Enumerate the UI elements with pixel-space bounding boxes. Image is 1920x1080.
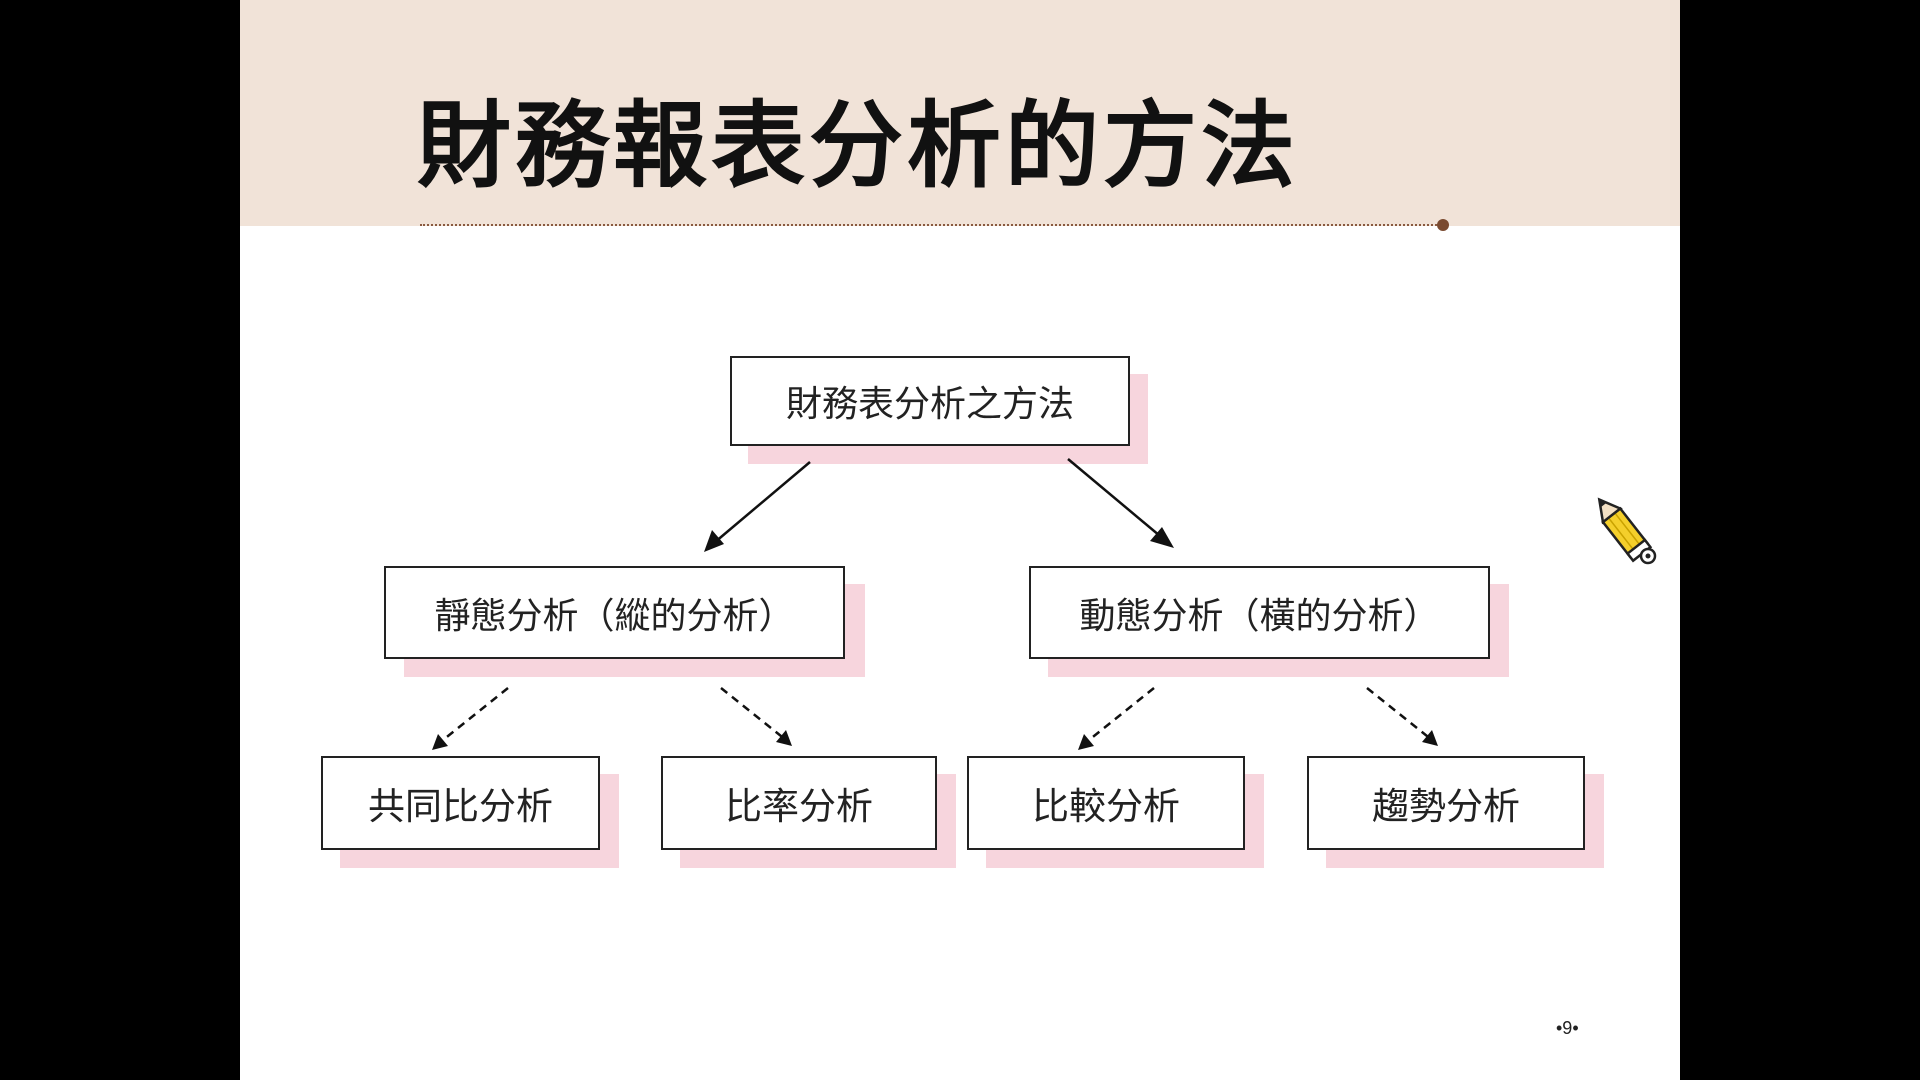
root-to-dynamic-arrowhead — [1150, 527, 1174, 548]
static-to-common-size-arrow — [437, 687, 509, 745]
connector-layer — [432, 458, 1438, 750]
static-analysis-node: 靜態分析（縱的分析） — [384, 566, 845, 659]
slide-title: 財務報表分析的方法 — [417, 92, 1300, 201]
slide: 財務報表分析的方法 財務表分析之方法 靜態分析（縱的分析） 動態分析（橫的分析）… — [240, 0, 1680, 1080]
common-size-analysis-node: 共同比分析 — [321, 756, 600, 850]
title-divider-dot — [1437, 219, 1449, 231]
dynamic-to-trend-arrow — [1366, 687, 1433, 741]
page-number: •9• — [1556, 1018, 1579, 1038]
comparative-analysis-node: 比較分析 — [967, 756, 1245, 850]
ratio-analysis-label: 比率分析 — [725, 785, 873, 828]
trend-analysis-node: 趨勢分析 — [1307, 756, 1585, 850]
dynamic-analysis-label: 動態分析（橫的分析） — [1079, 595, 1440, 637]
root-node: 財務表分析之方法 — [730, 356, 1130, 446]
static-analysis-label: 靜態分析（縱的分析） — [434, 595, 795, 637]
dynamic-to-comparative-arrow — [1083, 687, 1155, 745]
root-to-static-arrowhead — [704, 530, 724, 552]
dynamic-to-comparative-arrowhead — [1078, 734, 1094, 750]
root-node-label: 財務表分析之方法 — [785, 384, 1074, 425]
pencil-icon[interactable] — [1592, 496, 1662, 574]
dynamic-analysis-node: 動態分析（橫的分析） — [1029, 566, 1490, 659]
trend-analysis-label: 趨勢分析 — [1372, 785, 1520, 828]
ratio-analysis-node: 比率分析 — [661, 756, 937, 850]
title-divider — [420, 224, 1440, 226]
dynamic-to-trend-arrowhead — [1422, 730, 1438, 746]
static-to-ratio-arrow — [720, 687, 787, 741]
header-band — [240, 0, 1680, 226]
comparative-analysis-label: 比較分析 — [1032, 785, 1180, 828]
common-size-analysis-label: 共同比分析 — [368, 785, 553, 828]
static-to-ratio-arrowhead — [776, 730, 792, 746]
static-to-common-size-arrowhead — [432, 734, 448, 750]
root-to-static-arrow — [707, 461, 811, 549]
root-to-dynamic-arrow — [1067, 458, 1167, 542]
